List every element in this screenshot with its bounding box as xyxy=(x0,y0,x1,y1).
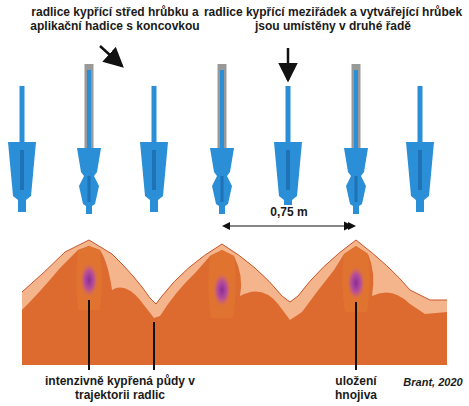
fertilizer-note: uložení hnojiva xyxy=(316,374,396,402)
shank-center xyxy=(77,64,368,214)
soil-note: intenzivně kypřená půdy v trajektorii ra… xyxy=(20,374,220,402)
source-note: Brant, 2020 xyxy=(400,375,466,389)
soil-profile xyxy=(22,240,447,365)
leader-line xyxy=(88,300,90,370)
pointer-arrow xyxy=(100,46,122,66)
leader-line xyxy=(153,322,155,370)
dimension-arrowheads xyxy=(222,222,356,230)
shank-label: radlice kypřící střed hrůbku a aplikační… xyxy=(25,5,205,33)
dimension-label: 0,75 m xyxy=(259,205,319,219)
dimension-line xyxy=(226,225,352,226)
leader-line xyxy=(355,302,357,370)
shank-label: radlice kypřící meziřádek a vytvářející … xyxy=(200,5,466,33)
pointer-arrow xyxy=(287,48,290,80)
